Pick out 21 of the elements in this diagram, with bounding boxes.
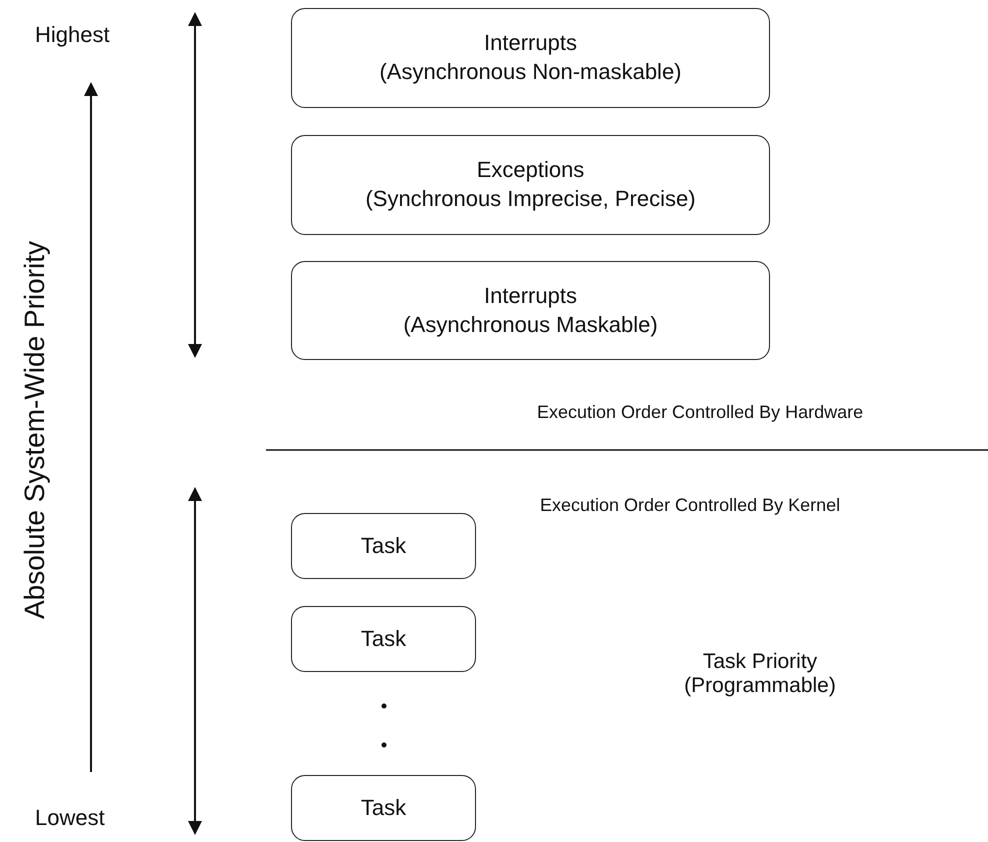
axis-title: Absolute System-Wide Priority xyxy=(19,240,51,620)
section-note: Execution Order Controlled By Kernel xyxy=(540,495,840,516)
box-title: Task xyxy=(360,624,406,653)
box-subtitle: (Synchronous Imprecise, Precise) xyxy=(365,185,696,213)
priority-note: Task Priority (Programmable) xyxy=(683,650,837,698)
process-box xyxy=(291,775,476,841)
box-title: Exceptions xyxy=(476,156,584,184)
box-title: Interrupts xyxy=(484,282,577,310)
process-box xyxy=(291,135,770,235)
box-title: Interrupts xyxy=(484,29,577,58)
process-box xyxy=(291,8,770,108)
box-subtitle: (Asynchronous Maskable) xyxy=(403,310,658,339)
priority-level: Highest xyxy=(35,22,110,48)
section-note: Execution Order Controlled By Hardware xyxy=(537,402,864,423)
process-box xyxy=(291,261,770,360)
box-title: Task xyxy=(360,532,406,560)
process-box xyxy=(291,513,476,579)
priority-level: Lowest xyxy=(35,805,105,831)
process-box xyxy=(291,606,476,672)
box-subtitle: (Asynchronous Non-maskable) xyxy=(379,58,682,86)
box-title: Task xyxy=(360,794,406,822)
